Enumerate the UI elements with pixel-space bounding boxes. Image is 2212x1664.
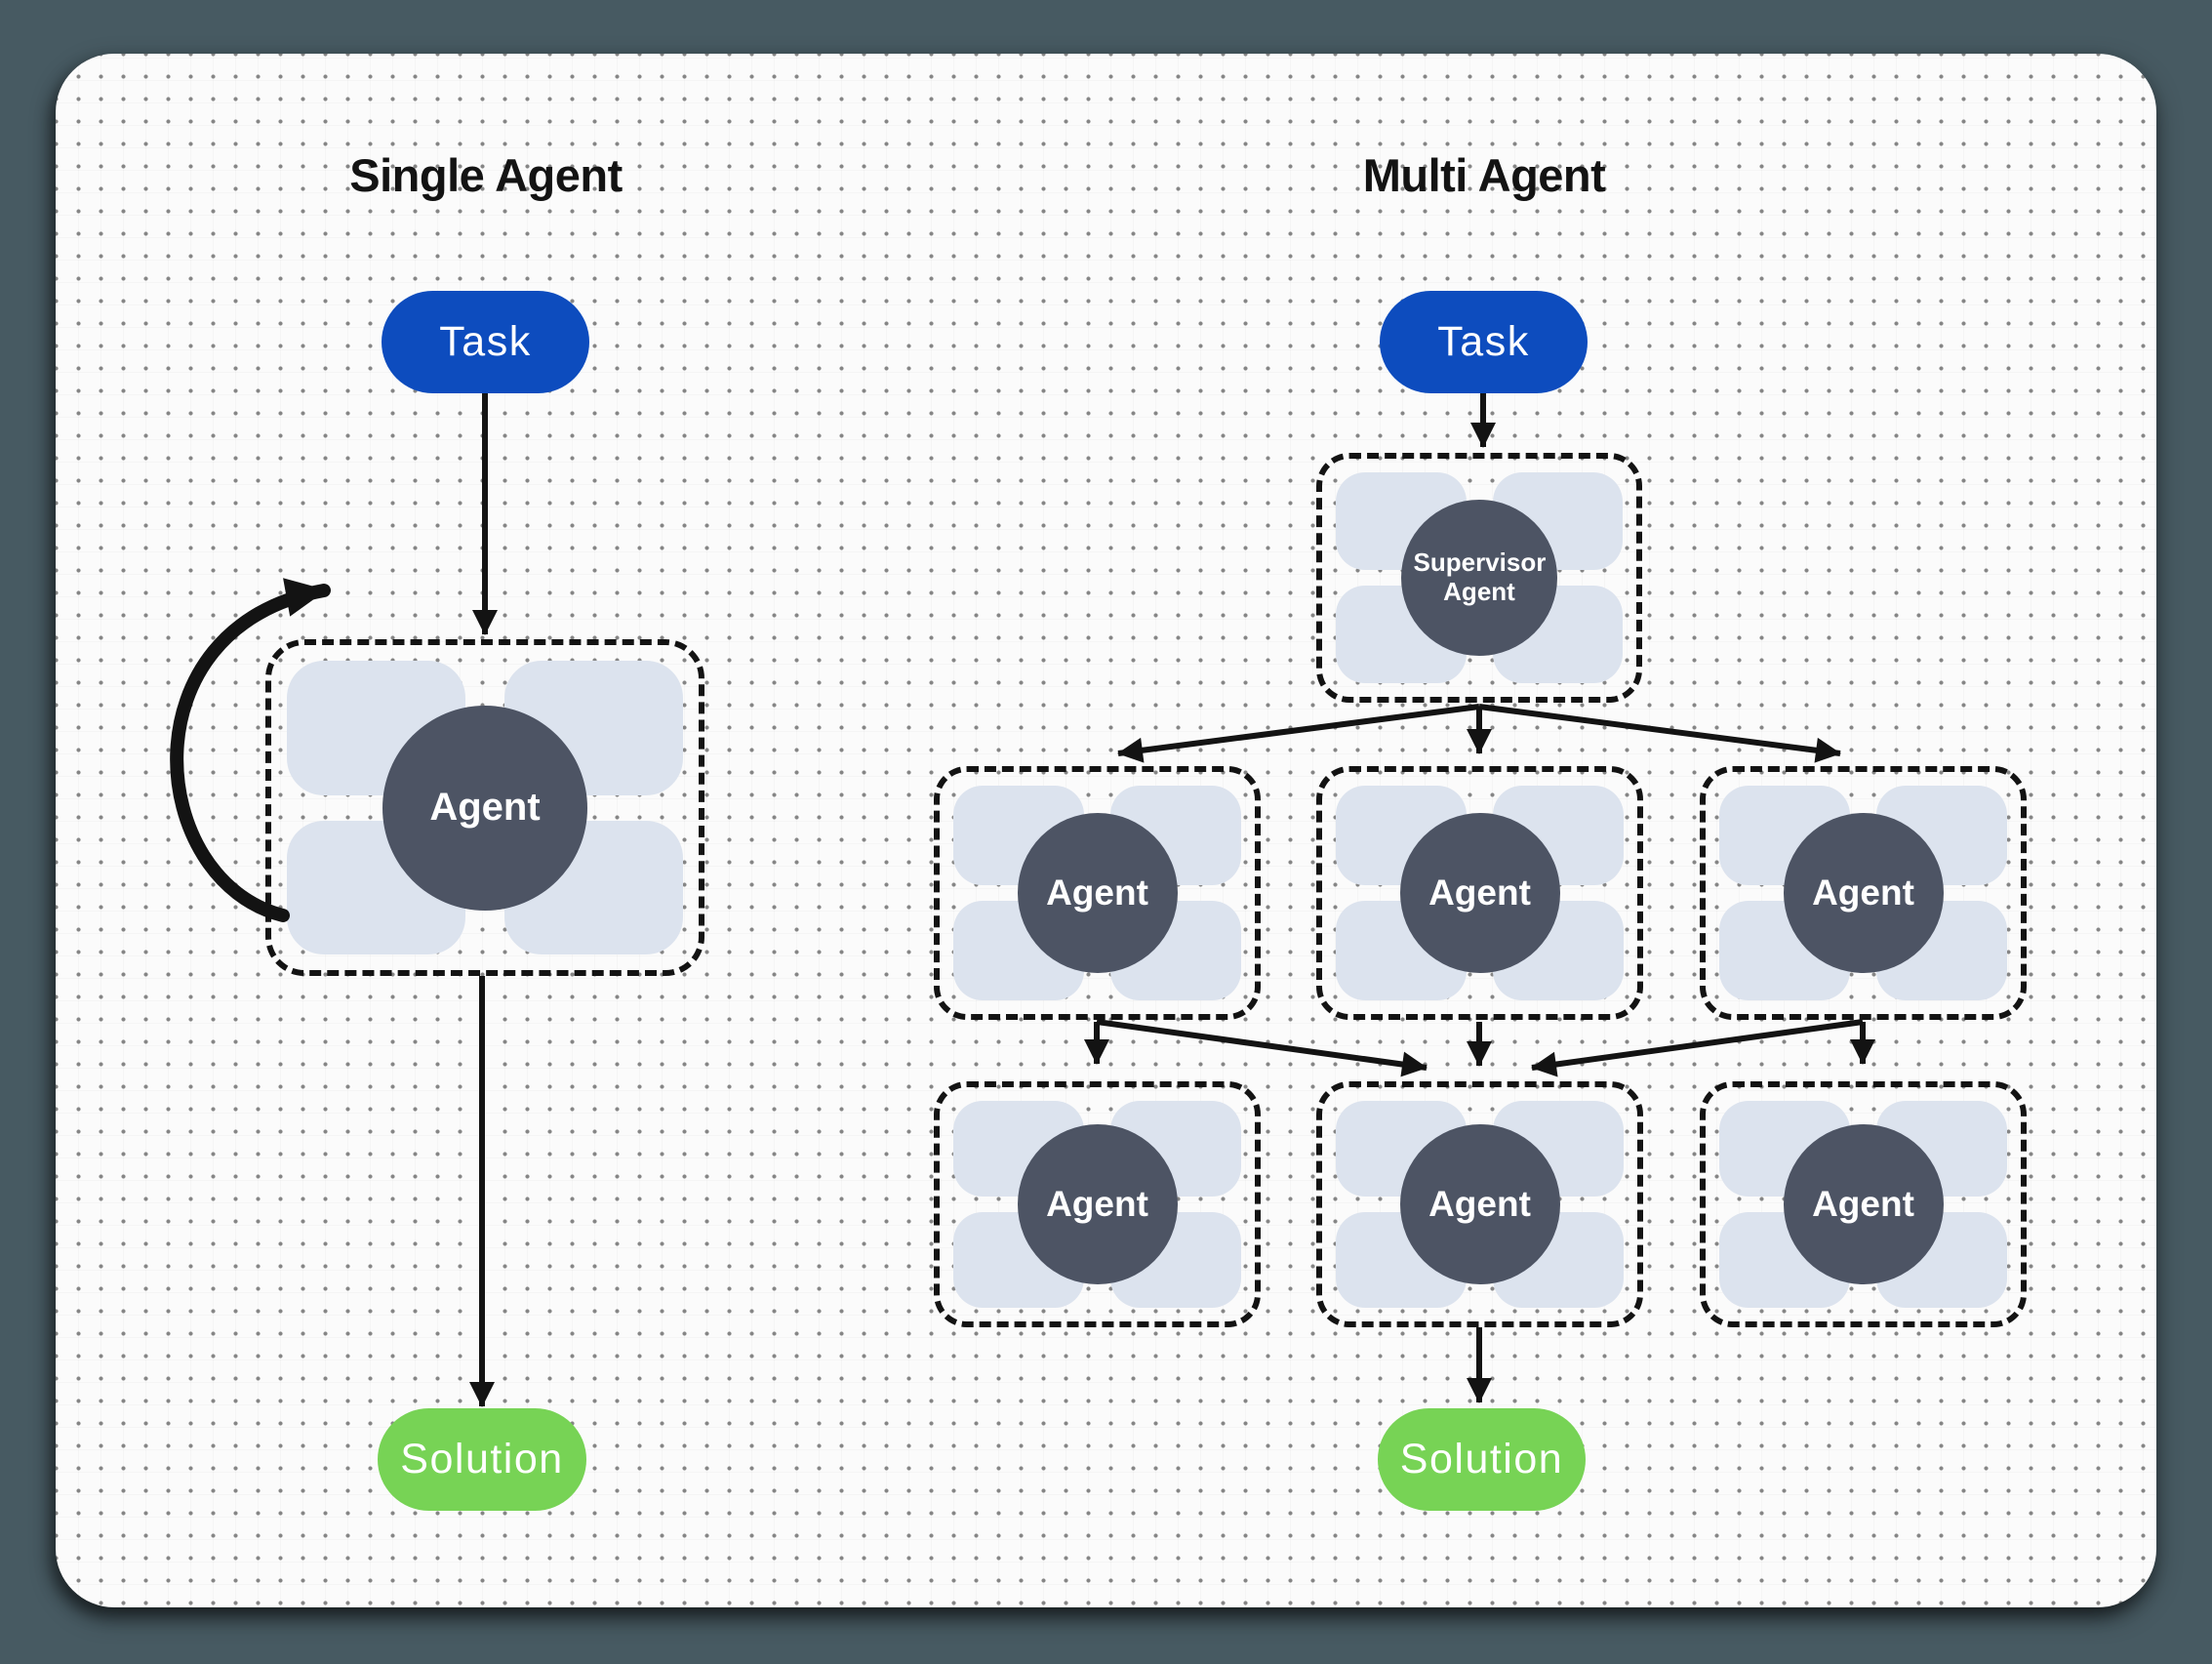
- worker-agent-box: Agent: [1316, 1081, 1643, 1327]
- supervisor-agent-box: Supervisor Agent: [1316, 453, 1642, 703]
- worker-agent-label: Agent: [1428, 873, 1531, 913]
- worker-agent-circle: Agent: [1783, 813, 1944, 973]
- multi-task-label: Task: [1437, 318, 1530, 365]
- worker-agent-circle: Agent: [1783, 1124, 1944, 1284]
- single-agent-title: Single Agent: [349, 149, 623, 201]
- worker-agent-box: Agent: [934, 766, 1261, 1020]
- single-solution-pill: Solution: [378, 1408, 586, 1511]
- worker-agent-circle: Agent: [1399, 813, 1560, 973]
- worker-agent-label: Agent: [1046, 1184, 1148, 1224]
- multi-solution-label: Solution: [1399, 1436, 1564, 1482]
- single-task-pill: Task: [382, 291, 589, 393]
- worker-agent-label: Agent: [1812, 1184, 1914, 1224]
- supervisor-agent-circle: Supervisor Agent: [1401, 500, 1557, 656]
- single-solution-label: Solution: [400, 1436, 564, 1482]
- worker-agent-circle: Agent: [1399, 1124, 1560, 1284]
- worker-agent-box: Agent: [1316, 766, 1643, 1020]
- single-task-label: Task: [439, 318, 532, 365]
- worker-agent-circle: Agent: [1017, 1124, 1178, 1284]
- worker-agent-label: Agent: [1046, 873, 1148, 913]
- supervisor-agent-label: Supervisor Agent: [1413, 548, 1547, 606]
- worker-agent-label: Agent: [1428, 1184, 1531, 1224]
- multi-task-pill: Task: [1380, 291, 1588, 393]
- single-agent-label: Agent: [429, 786, 541, 829]
- multi-solution-pill: Solution: [1378, 1408, 1586, 1511]
- worker-agent-box: Agent: [1700, 766, 2027, 1020]
- worker-agent-circle: Agent: [1017, 813, 1178, 973]
- single-agent-box: Agent: [265, 639, 704, 976]
- worker-agent-box: Agent: [1700, 1081, 2027, 1327]
- multi-agent-title: Multi Agent: [1362, 149, 1606, 201]
- single-agent-circle: Agent: [382, 705, 587, 911]
- worker-agent-box: Agent: [934, 1081, 1261, 1327]
- worker-agent-label: Agent: [1812, 873, 1914, 913]
